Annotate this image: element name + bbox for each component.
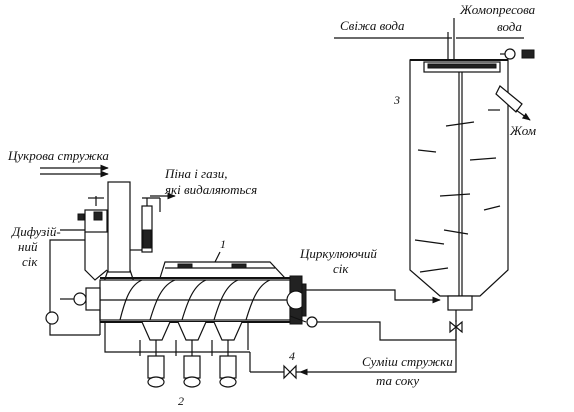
number-3: 3 bbox=[393, 93, 400, 107]
label-mixture-2: та соку bbox=[376, 373, 419, 388]
label-press-water-2: вода bbox=[497, 19, 522, 34]
number-1: 1 bbox=[220, 237, 226, 251]
number-2: 2 bbox=[178, 394, 184, 408]
left-recirculation-line bbox=[45, 229, 101, 336]
label-fresh-water: Свіжа вода bbox=[340, 18, 405, 33]
number-4: 4 bbox=[289, 349, 295, 363]
feed-column bbox=[77, 181, 161, 283]
tower-apparatus bbox=[409, 59, 531, 334]
label-foam-gases-2: які видаляються bbox=[164, 182, 257, 197]
bottom-chambers bbox=[139, 321, 249, 388]
screw-apparatus bbox=[60, 251, 307, 325]
label-foam-gases-1: Піна і гази, bbox=[164, 166, 227, 181]
label-circulating-juice-1: Циркулюючий bbox=[299, 246, 377, 261]
label-diffusion-juice-2: ний bbox=[18, 239, 38, 254]
label-press-water-1: Жомопресова bbox=[459, 2, 536, 17]
label-diffusion-juice-1: Дифузій- bbox=[10, 224, 61, 239]
mixture-return-line bbox=[104, 322, 457, 380]
label-mixture-1: Суміш стружки bbox=[362, 354, 453, 369]
water-lines bbox=[334, 18, 535, 60]
label-pulp: Жом bbox=[509, 123, 536, 138]
label-diffusion-juice-3: сік bbox=[22, 254, 38, 269]
circulating-juice-line bbox=[289, 289, 457, 341]
sugar-chips-feed-arrows bbox=[40, 164, 109, 178]
label-circulating-juice-2: сік bbox=[333, 261, 349, 276]
label-sugar-chips: Цукрова стружка bbox=[7, 148, 109, 163]
